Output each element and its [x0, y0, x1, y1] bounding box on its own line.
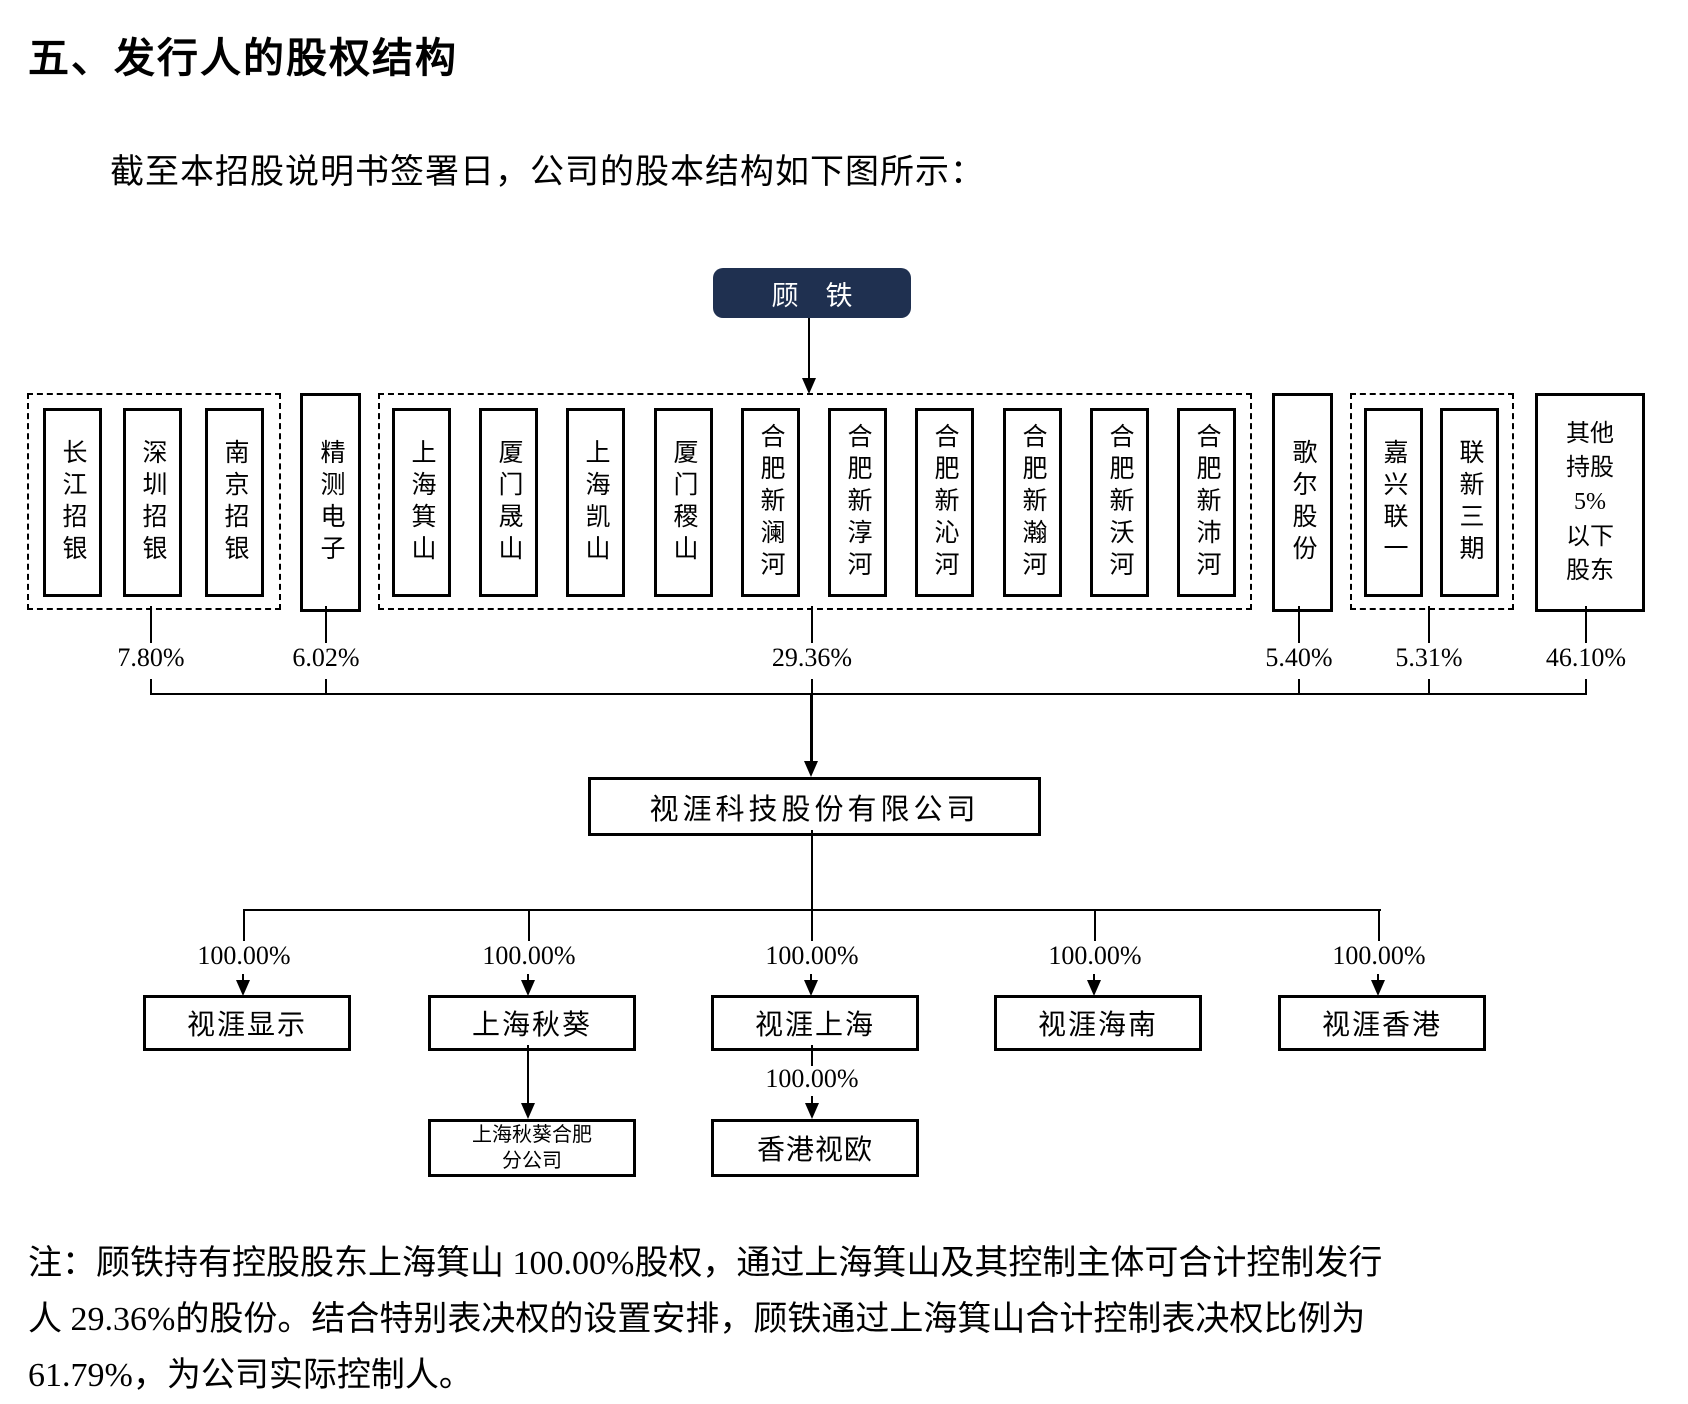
- shareholder-box: 其他 持股 5% 以下 股东: [1535, 393, 1645, 612]
- connector-line: [1428, 606, 1430, 643]
- shareholder-box: 上海箕山: [392, 408, 451, 597]
- arrow-down-icon: [1371, 980, 1385, 996]
- shareholder-group-dashed: [27, 393, 281, 610]
- connector-line: [808, 318, 810, 380]
- arrow-down-icon: [804, 980, 818, 996]
- shareholder-box: 联新三期: [1440, 408, 1499, 597]
- connector-line: [1094, 911, 1096, 941]
- subsidiary-box: 视涯海南: [994, 995, 1202, 1051]
- connector-line: [527, 974, 529, 982]
- subsidiary-box: 视涯显示: [143, 995, 351, 1051]
- shareholder-box: 上海凯山: [566, 408, 625, 597]
- connector-line: [1428, 679, 1430, 695]
- connector-line: [325, 606, 327, 643]
- ownership-pct: 5.31%: [1395, 643, 1463, 672]
- root-shareholder-box: 顾 铁: [713, 268, 911, 318]
- subsidiary-box: 视涯香港: [1278, 995, 1486, 1051]
- connector-line: [150, 693, 1587, 695]
- connector-line: [150, 679, 152, 695]
- connector-line: [527, 1045, 529, 1105]
- shareholder-box: 厦门稷山: [654, 408, 713, 597]
- connector-line: [810, 695, 813, 763]
- footnote-line: 61.79%，为公司实际控制人。: [28, 1357, 473, 1395]
- issuer-box: 视涯科技股份有限公司: [588, 777, 1041, 836]
- ownership-pct: 100.00%: [1332, 941, 1426, 970]
- shareholder-group-dashed: [378, 393, 1252, 610]
- connector-line: [528, 911, 530, 941]
- connector-line: [1298, 606, 1300, 643]
- connector-line: [243, 911, 245, 941]
- connector-line: [325, 679, 327, 695]
- subsidiary-box: 视涯上海: [711, 995, 919, 1051]
- ownership-pct: 100.00%: [197, 941, 291, 970]
- shareholder-box: 深圳招银: [123, 408, 182, 597]
- arrow-down-icon: [802, 378, 816, 394]
- connector-line: [243, 909, 1381, 911]
- connector-line: [1585, 606, 1587, 643]
- shareholder-box: 南京招银: [205, 408, 264, 597]
- shareholder-box: 合肥新淳河: [828, 408, 887, 597]
- shareholder-box: 厦门晟山: [479, 408, 538, 597]
- arrow-down-icon: [521, 1103, 535, 1119]
- arrow-down-icon: [805, 1103, 819, 1119]
- page-title: 五、发行人的股权结构: [28, 35, 458, 81]
- arrow-down-icon: [521, 980, 535, 996]
- shareholder-box: 合肥新沁河: [915, 408, 974, 597]
- connector-line: [150, 606, 152, 643]
- connector-line: [811, 606, 813, 643]
- connector-line: [811, 679, 813, 695]
- ownership-pct: 5.40%: [1265, 643, 1333, 672]
- arrow-down-icon: [1087, 980, 1101, 996]
- shareholder-box: 精测电子: [300, 393, 361, 612]
- ownership-pct: 100.00%: [482, 941, 576, 970]
- shareholder-box: 嘉兴联一: [1364, 408, 1423, 597]
- subsidiary-box: 香港视欧: [711, 1119, 919, 1177]
- branch-box: 上海秋葵合肥 分公司: [428, 1119, 636, 1177]
- connector-line: [811, 1096, 813, 1104]
- connector-line: [1298, 679, 1300, 695]
- connector-line: [1093, 974, 1095, 982]
- ownership-pct: 100.00%: [1048, 941, 1142, 970]
- shareholder-box: 合肥新澜河: [741, 408, 800, 597]
- shareholder-group-dashed: [1350, 393, 1514, 610]
- footnote: 注：顾铁持有控股股东上海箕山 100.00%股权，通过上海箕山及其控制主体可合计…: [28, 1236, 1678, 1404]
- shareholder-box: 歌尔股份: [1272, 393, 1333, 612]
- connector-line: [242, 974, 244, 982]
- subsidiary-box: 上海秋葵: [428, 995, 636, 1051]
- issuer-label: 视涯科技股份有限公司: [649, 793, 980, 826]
- ownership-pct: 100.00%: [765, 941, 859, 970]
- connector-line: [811, 911, 813, 941]
- connector-line: [1585, 679, 1587, 695]
- connector-line: [810, 974, 812, 982]
- ownership-pct: 46.10%: [1545, 643, 1627, 672]
- ownership-pct: 29.36%: [771, 643, 853, 672]
- connector-line: [1378, 911, 1380, 941]
- shareholder-box: 合肥新沛河: [1177, 408, 1236, 597]
- connector-line: [811, 830, 813, 911]
- ownership-pct: 100.00%: [765, 1064, 859, 1093]
- ownership-pct: 7.80%: [117, 643, 185, 672]
- shareholder-box: 合肥新沃河: [1090, 408, 1149, 597]
- connector-line: [1377, 974, 1379, 982]
- shareholder-box: 合肥新瀚河: [1003, 408, 1062, 597]
- arrow-down-icon: [236, 980, 250, 996]
- intro-text: 截至本招股说明书签署日，公司的股本结构如下图所示：: [110, 154, 985, 191]
- footnote-line: 人 29.36%的股份。结合特别表决权的设置安排，顾铁通过上海箕山合计控制表决权…: [28, 1301, 1366, 1339]
- shareholder-box: 长江招银: [43, 408, 102, 597]
- arrow-down-icon: [804, 761, 818, 777]
- footnote-line: 注：顾铁持有控股股东上海箕山 100.00%股权，通过上海箕山及其控制主体可合计…: [28, 1245, 1383, 1282]
- root-shareholder-label: 顾 铁: [771, 280, 853, 311]
- connector-line: [811, 1045, 813, 1066]
- ownership-pct: 6.02%: [292, 643, 360, 672]
